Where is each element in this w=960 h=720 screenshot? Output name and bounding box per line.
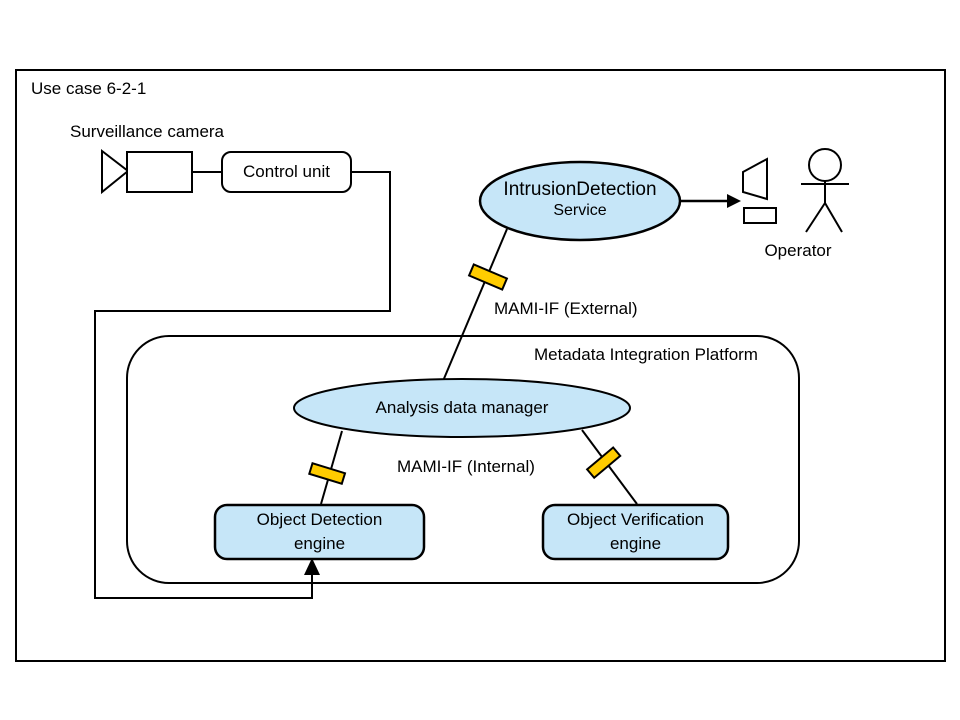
arrowhead-up-icon: [304, 558, 320, 575]
control-unit-label: Control unit: [243, 162, 330, 181]
camera-icon: [101, 148, 193, 195]
analysis-data-manager-label: Analysis data manager: [375, 398, 549, 417]
object-verification-engine-node: [541, 503, 730, 561]
service-to-operator-connector: [681, 194, 741, 208]
internal-connector-right: [581, 429, 638, 505]
internal-interface-marker-right-icon: [585, 446, 622, 480]
external-interface-connector: [442, 228, 509, 382]
intrusion-service-label-line1: IntrusionDetection: [503, 179, 657, 200]
object-detection-engine-node: [213, 503, 426, 561]
object-verification-engine-label-line1: Object Verification: [566, 510, 704, 529]
intrusion-service-node: [478, 160, 682, 242]
object-verification-engine-label-line2: engine: [609, 534, 662, 553]
display-icon: [742, 157, 777, 224]
control-to-engine-connector: [94, 171, 391, 599]
mami-if-external-label: MAMI-IF (External): [494, 299, 638, 318]
object-detection-engine-label-line2: engine: [293, 534, 346, 553]
use-case-title: Use case 6-2-1: [31, 79, 147, 98]
mami-if-internal-label: MAMI-IF (Internal): [397, 457, 535, 476]
analysis-manager-node: [293, 378, 631, 438]
object-verification-engine-label: Object Verification engine: [543, 508, 728, 556]
surveillance-camera-label: Surveillance camera: [70, 122, 225, 141]
external-interface-marker-icon: [467, 263, 509, 291]
intrusion-service-label: IntrusionDetection Service: [480, 178, 680, 221]
object-detection-engine-label-line1: Object Detection: [256, 510, 383, 529]
platform-label: Metadata Integration Platform: [534, 345, 758, 364]
internal-connector-left: [308, 430, 347, 505]
intrusion-service-label-line2: Service: [553, 202, 607, 219]
operator-actor-icon: [801, 148, 849, 233]
control-unit-node: [221, 151, 352, 193]
arrowhead-right-icon: [727, 194, 741, 208]
operator-label: Operator: [764, 241, 832, 260]
object-detection-engine-label: Object Detection engine: [215, 508, 424, 556]
internal-interface-marker-left-icon: [308, 462, 347, 486]
